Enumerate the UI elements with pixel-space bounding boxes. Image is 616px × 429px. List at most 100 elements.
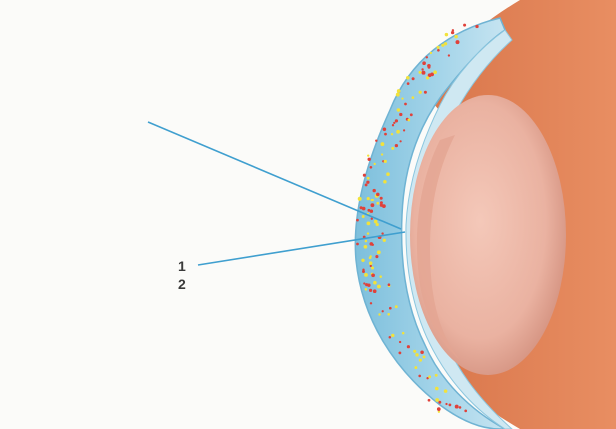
cornea-dot: [365, 183, 368, 186]
cornea-dot: [380, 201, 383, 204]
cornea-dot: [435, 387, 439, 391]
cornea-dot: [441, 44, 444, 47]
cornea-dot: [363, 282, 365, 284]
cornea-dot: [455, 405, 459, 409]
cornea-dot: [402, 332, 405, 335]
cornea-dot: [419, 358, 422, 361]
cornea-dot: [361, 259, 364, 262]
cornea-dot: [389, 307, 392, 310]
cornea-dot: [396, 93, 400, 97]
cornea-dot: [381, 232, 383, 234]
cornea-dot: [414, 366, 417, 369]
cornea-dot: [362, 269, 364, 271]
cornea-dot: [363, 174, 366, 177]
cornea-dot: [356, 243, 359, 246]
cornea-dot: [371, 266, 374, 269]
cornea-dot: [358, 197, 362, 201]
cornea-dot: [407, 82, 410, 85]
cornea-dot: [464, 410, 467, 413]
cornea-dot: [406, 76, 410, 80]
cornea-dot: [373, 281, 377, 285]
cornea-dot: [384, 160, 387, 163]
cornea-dot: [388, 283, 391, 286]
cornea-dot: [437, 46, 440, 49]
cornea-dot: [391, 147, 394, 150]
cornea-dot: [419, 71, 422, 74]
cornea-dot: [444, 389, 448, 393]
cornea-dot: [364, 273, 368, 277]
cornea-dot: [379, 275, 382, 278]
cornea-dot: [475, 25, 478, 28]
cornea-dot: [393, 122, 395, 124]
cornea-dot: [422, 61, 426, 65]
cornea-dot: [413, 350, 416, 353]
cornea-dot: [376, 223, 379, 226]
cornea-dot: [375, 255, 378, 258]
cornea-dot: [407, 119, 410, 122]
cornea-dot: [454, 35, 457, 38]
cornea-dot: [367, 197, 370, 200]
cornea-dot: [386, 172, 390, 176]
cornea-dot: [407, 345, 410, 348]
cornea-dot: [399, 140, 401, 142]
cornea-dot: [404, 103, 407, 106]
cornea-dot: [367, 222, 371, 226]
cornea-dot: [367, 154, 369, 156]
cornea-dot: [452, 29, 454, 31]
cornea-dot: [397, 89, 401, 93]
cornea-dot: [380, 197, 383, 200]
cornea-dot: [367, 283, 370, 286]
cornea-dot: [423, 355, 426, 358]
cornea-dot: [380, 142, 384, 146]
cornea-dot: [403, 129, 405, 131]
label-1: 1: [178, 258, 186, 274]
cornea-dot: [437, 49, 440, 52]
cornea-dot: [435, 374, 438, 377]
cornea-dot: [412, 77, 415, 80]
cornea-dot: [410, 113, 413, 116]
cornea-dot: [369, 261, 373, 265]
cornea-dot: [426, 76, 429, 79]
cornea-dot: [370, 166, 373, 169]
cornea-dot: [370, 302, 372, 304]
cornea-dot: [445, 403, 447, 405]
cornea-dot: [376, 193, 380, 197]
cornea-dot: [382, 204, 386, 208]
cornea-dot: [392, 124, 394, 126]
cornea-dot: [383, 180, 387, 184]
cornea-dot: [398, 351, 401, 354]
cornea-dot: [373, 289, 377, 293]
cornea-dot: [420, 351, 424, 355]
cornea-dot: [396, 130, 400, 134]
cornea-dot: [367, 177, 370, 180]
cornea-dot: [378, 313, 380, 315]
cornea-dot: [401, 97, 403, 99]
cornea-dot: [389, 336, 392, 339]
cornea-dot: [449, 404, 452, 407]
cornea-dot: [427, 64, 431, 68]
cornea-dot: [399, 341, 401, 343]
cornea-dot: [382, 310, 384, 312]
cornea-dot: [372, 199, 374, 201]
cornea-dot: [448, 54, 450, 56]
cornea-dot: [391, 133, 393, 135]
cornea-dot: [365, 288, 368, 291]
cornea-dot: [418, 375, 421, 378]
cornea-dot: [362, 207, 366, 211]
cornea-dot: [383, 128, 387, 132]
cornea-dot: [395, 119, 398, 122]
cornea-dot: [366, 181, 369, 184]
cornea-dot: [419, 91, 422, 94]
cornea-dot: [370, 209, 373, 212]
cornea-dot: [373, 189, 376, 192]
cornea-dot: [422, 71, 426, 75]
lens: [410, 95, 566, 375]
cornea-dot: [365, 240, 367, 242]
cornea-dot: [435, 398, 439, 402]
cornea-dot: [369, 289, 372, 292]
cornea-dot: [374, 163, 376, 165]
cornea-dot: [437, 407, 441, 411]
cornea-dot: [356, 219, 359, 222]
cornea-dot: [433, 70, 437, 74]
